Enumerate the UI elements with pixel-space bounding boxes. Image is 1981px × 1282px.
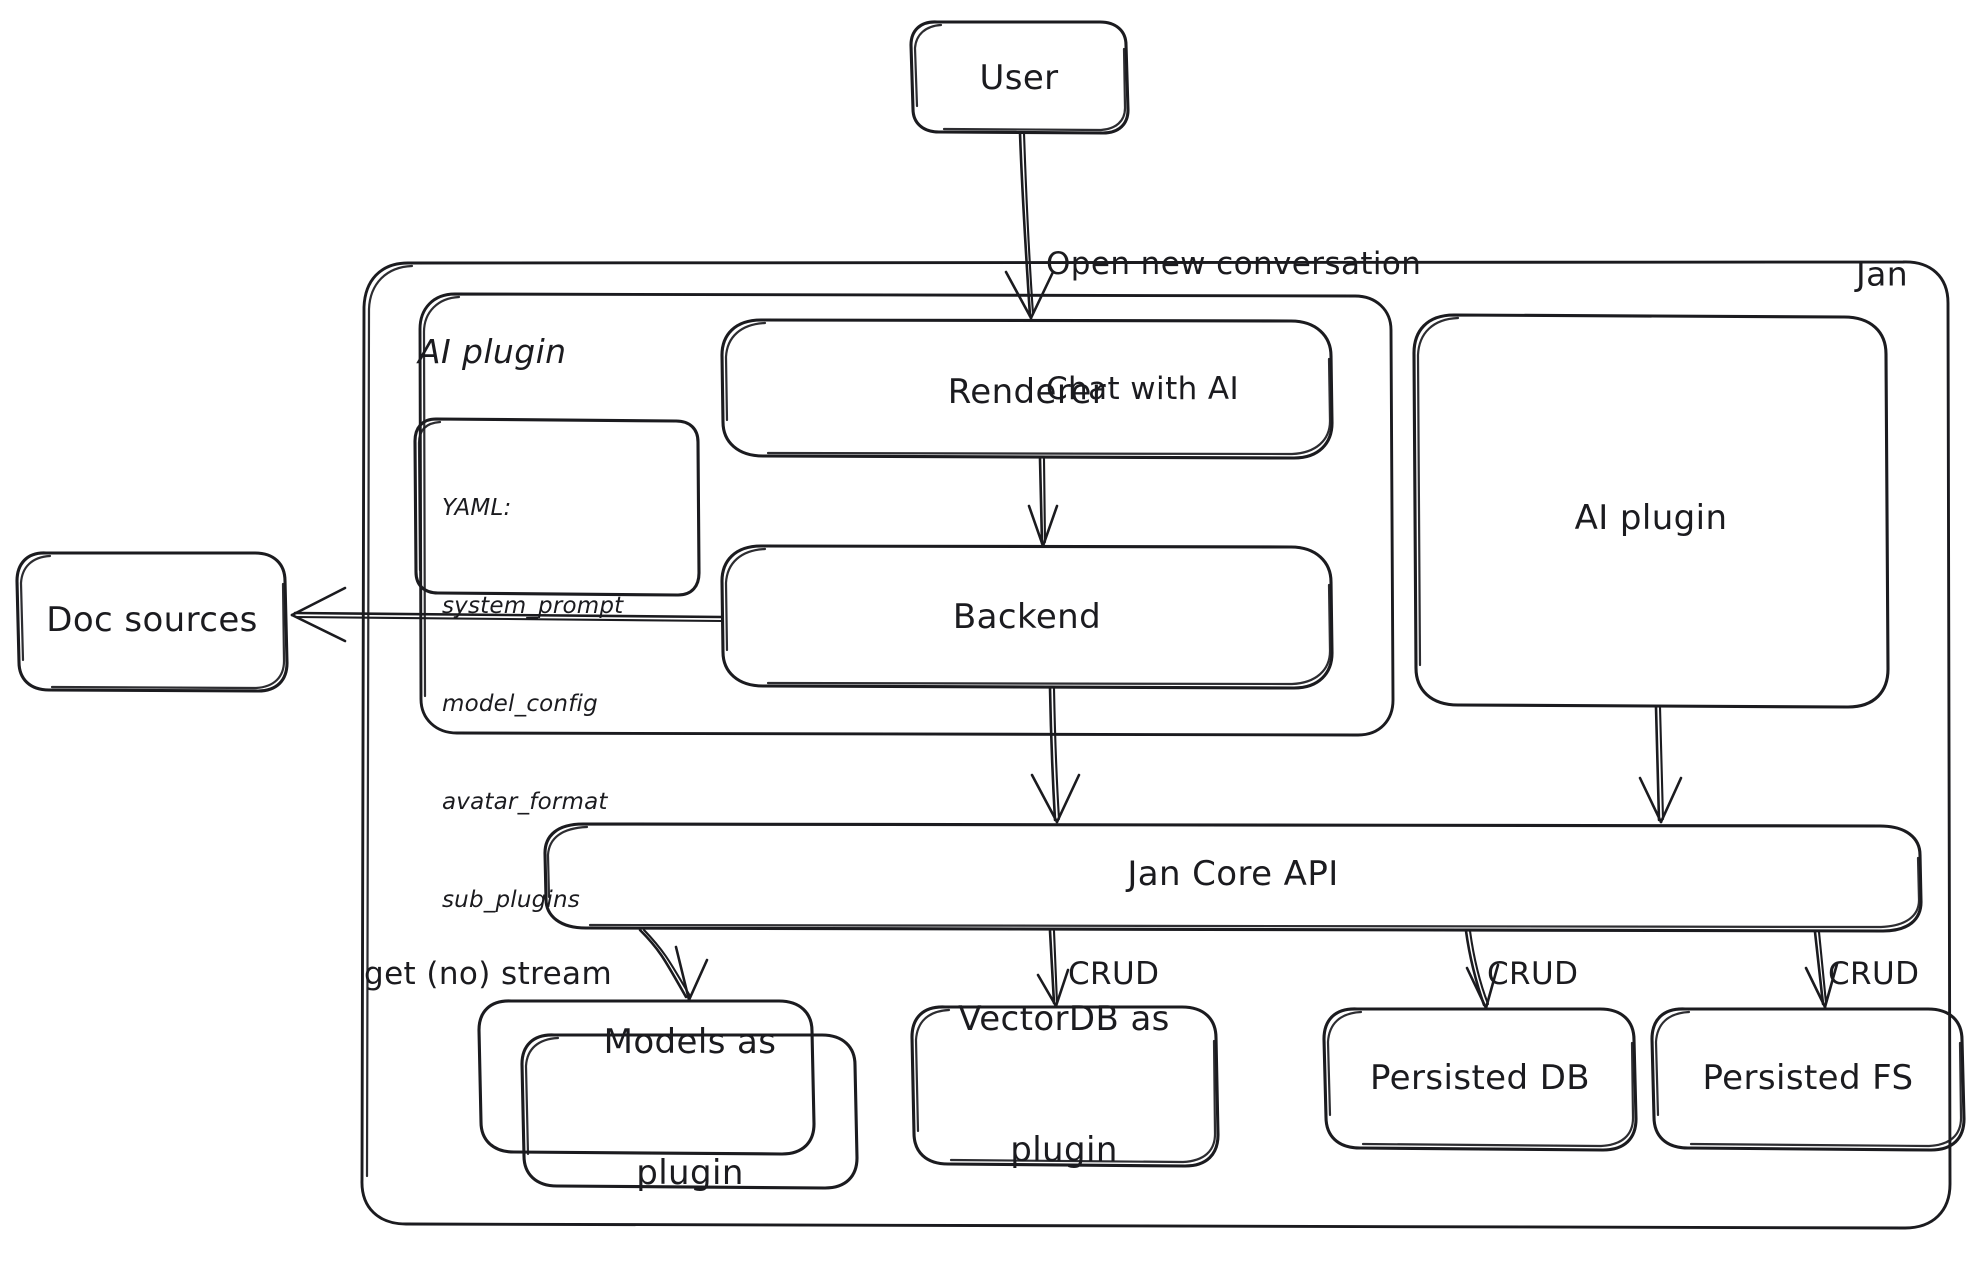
diagram-canvas: [15, 20, 1966, 1230]
node-doc-sources[interactable]: [15, 551, 289, 693]
node-label-vectordb-line2: plugin: [1010, 1129, 1118, 1170]
node-renderer[interactable]: [720, 318, 1334, 460]
edge-core-api-to-models: [638, 928, 709, 1002]
node-label-vectordb-as-plugin: VectorDB as plugin: [958, 911, 1170, 1259]
edge-label-line2: Chat with AI: [1046, 370, 1240, 407]
container-label-ai-plugin-group: AI plugin: [418, 332, 567, 371]
edge-label-get-no-stream: get (no) stream: [364, 956, 613, 992]
container-ai-plugin-group: [418, 292, 1395, 737]
node-label-renderer: Renderer: [947, 371, 1107, 412]
edge-label-user-to-renderer: Open new conversation Chat with AI: [1046, 161, 1421, 493]
node-user[interactable]: [909, 20, 1130, 135]
node-models-as-plugin[interactable]: [477, 999, 859, 1190]
edge-ai-plugin-to-core-api: [1638, 705, 1683, 824]
yaml-card-content: YAML: system_prompt model_config avatar_…: [442, 427, 623, 982]
edge-label-crud-persisted-db: CRUD: [1487, 956, 1579, 992]
node-persisted-fs[interactable]: [1650, 1007, 1966, 1152]
node-label-doc-sources: Doc sources: [46, 599, 258, 640]
node-vectordb-as-plugin[interactable]: [910, 1005, 1220, 1168]
node-label-models-as-plugin: Models as plugin: [604, 934, 777, 1282]
card-yaml-config: [413, 417, 701, 597]
container-jan: [360, 260, 1952, 1230]
node-jan-core-api[interactable]: [543, 822, 1923, 933]
yaml-item-avatar-format: avatar_format: [442, 789, 608, 816]
edge-core-api-to-vectordb: [1036, 929, 1070, 1008]
edge-backend-to-doc-sources: [290, 586, 724, 643]
node-persisted-db[interactable]: [1322, 1007, 1638, 1152]
node-backend[interactable]: [720, 544, 1334, 690]
container-label-jan: Jan: [1855, 254, 1909, 294]
node-label-user: User: [979, 57, 1059, 98]
edge-renderer-to-backend: [1027, 457, 1059, 548]
edge-user-to-renderer: [1004, 131, 1055, 320]
edge-label-line1: Open new conversation: [1046, 246, 1422, 283]
yaml-item-model-config: model_config: [442, 691, 598, 718]
node-label-persisted-db: Persisted DB: [1369, 1057, 1591, 1098]
yaml-heading: YAML:: [442, 495, 512, 522]
yaml-item-sub-plugins: sub_plugins: [442, 887, 580, 914]
edge-label-crud-persisted-fs: CRUD: [1828, 956, 1920, 992]
edge-core-api-to-persisted-db: [1464, 929, 1500, 1010]
yaml-item-system-prompt: system_prompt: [442, 593, 624, 620]
node-label-persisted-fs: Persisted FS: [1702, 1057, 1914, 1098]
edge-backend-to-core-api: [1030, 686, 1081, 824]
node-label-ai-plugin: AI plugin: [1574, 497, 1728, 538]
node-label-models-line2: plugin: [636, 1152, 744, 1193]
edge-core-api-to-persisted-fs: [1804, 930, 1839, 1009]
node-label-vectordb-line1: VectorDB as: [958, 998, 1170, 1039]
architecture-diagram: Jan AI plugin User Renderer Backend AI p…: [15, 20, 1966, 1230]
node-ai-plugin[interactable]: [1412, 313, 1890, 709]
node-label-models-line1: Models as: [603, 1021, 777, 1062]
edge-label-crud-vectordb: CRUD: [1068, 956, 1160, 992]
node-label-jan-core-api: Jan Core API: [1127, 853, 1339, 894]
node-label-backend: Backend: [952, 596, 1102, 637]
